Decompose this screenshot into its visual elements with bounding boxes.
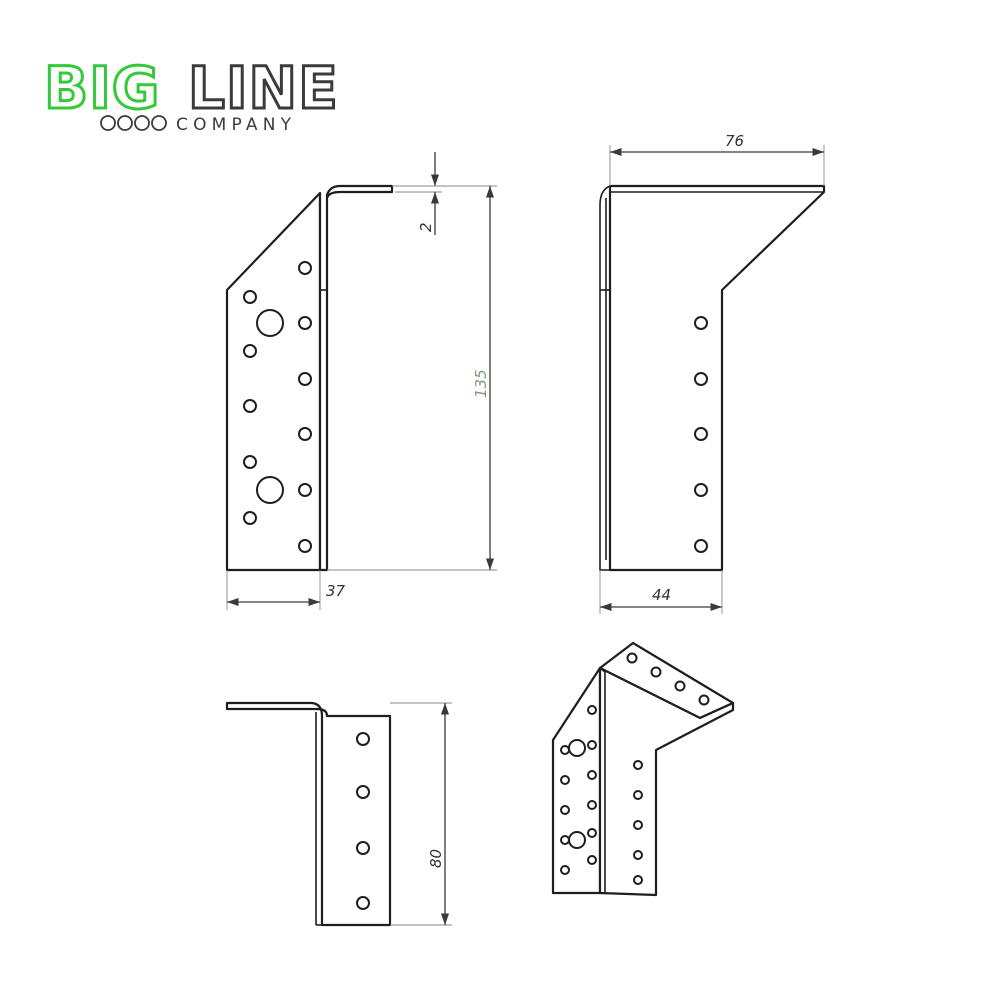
- iso-front-plate: [598, 666, 735, 897]
- logo-brand-line: LINE: [188, 54, 339, 122]
- side-holes: [243, 261, 312, 553]
- dim-height-label: 135: [472, 369, 490, 398]
- iso-front-holes: [633, 760, 643, 885]
- isometric-view: [551, 641, 735, 897]
- company-logo: BIG LINE COMPANY: [43, 53, 340, 136]
- side-view: 2 135 37: [225, 152, 497, 610]
- dim-bottom-width-label: 44: [652, 586, 671, 604]
- dim-80-label: 80: [427, 849, 445, 868]
- logo-circles: [100, 115, 167, 131]
- front-plate: [608, 184, 826, 572]
- logo-brand-big: BIG: [44, 54, 160, 122]
- dim-depth-label: 37: [326, 582, 346, 600]
- logo-company-text: COMPANY: [176, 115, 296, 135]
- dim-top-width-label: 76: [725, 132, 744, 150]
- narrow-holes: [356, 732, 370, 910]
- iso-top-holes: [626, 652, 710, 706]
- narrow-view: 80: [225, 701, 452, 927]
- front-view: 76 44: [599, 132, 826, 614]
- side-flange-edge: [318, 184, 394, 572]
- dim-thickness-label: 2: [417, 222, 435, 232]
- front-holes: [694, 316, 708, 553]
- iso-side-holes: [560, 705, 597, 875]
- narrow-plate: [225, 701, 392, 927]
